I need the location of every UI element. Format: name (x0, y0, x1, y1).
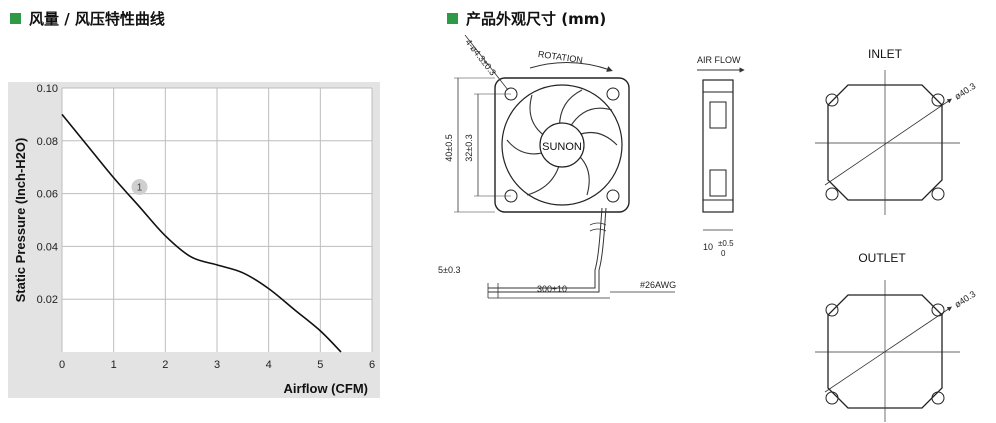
pq-curve-line (61, 113, 342, 353)
air-flow-label: AIR FLOW (697, 55, 741, 65)
hole-spec-label: 4-ø4.3±0.3 (463, 37, 498, 77)
side-slot (709, 101, 727, 129)
x-tick-label: 1 (111, 359, 117, 371)
fan-front-view: SUNON ROTATION 4-ø4.3±0.3 40±0.5 32±0.3 … (438, 34, 676, 299)
inlet-view: INLET ø40.3 (815, 47, 977, 215)
mount-hole-icon (825, 93, 839, 107)
curve-title-text: 风量 / 风压特性曲线 (29, 10, 165, 28)
curve-marker-label: 1 (137, 183, 143, 194)
outlet-label: OUTLET (858, 251, 906, 265)
lead-length-label: 300±10 (537, 284, 567, 294)
x-tick-label: 6 (369, 359, 375, 371)
y-tick-label: 0.08 (37, 136, 58, 148)
hole-leader-line (464, 34, 509, 91)
lead-strip-label: 5±0.3 (438, 265, 460, 275)
mount-hole-icon (825, 391, 839, 405)
hole-dim-label: 32±0.3 (464, 134, 474, 161)
inlet-diameter-line (824, 98, 952, 186)
curve-section-title: 风量 / 风压特性曲线 (10, 8, 165, 29)
outer-dim-label: 40±0.5 (444, 134, 454, 161)
rotation-arrow-icon (529, 62, 613, 72)
green-square-icon (447, 13, 458, 24)
inlet-label: INLET (868, 47, 903, 61)
y-tick-label: 0.04 (37, 241, 58, 253)
dimension-drawings: SUNON ROTATION 4-ø4.3±0.3 40±0.5 32±0.3 … (438, 34, 977, 422)
green-square-icon (10, 13, 21, 24)
x-axis-label: Airflow (CFM) (284, 381, 368, 396)
brand-label: SUNON (542, 141, 582, 153)
mount-hole-icon (825, 187, 839, 201)
mount-hole-icon (606, 87, 620, 101)
x-tick-label: 3 (214, 359, 220, 371)
mount-hole-icon (931, 303, 945, 317)
y-tick-label: 0.10 (37, 83, 58, 95)
fan-hub (539, 122, 585, 168)
side-slot (709, 169, 727, 197)
fan-side-view: AIR FLOW 10 ±0.5 0 (697, 55, 745, 258)
pq-curve-chart: 0 1 2 3 4 5 6 0.02 0.04 0.06 0.08 0.10 1 Airflow (C… (8, 82, 380, 398)
mount-hole-icon (931, 187, 945, 201)
curve-marker-badge (131, 179, 148, 195)
outlet-diameter-line (824, 306, 952, 393)
y-axis-label: Static Pressure (Inch-H2O) (13, 138, 28, 303)
mount-hole-icon (825, 303, 839, 317)
lead-wire (488, 207, 607, 293)
mount-hole-icon (606, 189, 620, 203)
outlet-view: OUTLET ø40.3 (815, 251, 977, 422)
y-tick-label: 0.02 (37, 294, 58, 306)
tick-labels: 0 1 2 3 4 5 6 0.02 0.04 0.06 0.08 0.10 (37, 83, 375, 371)
y-tick-label: 0.06 (37, 189, 58, 201)
inlet-diameter-label: ø40.3 (953, 81, 978, 102)
x-tick-label: 5 (317, 359, 323, 371)
dims-section-title: 产品外观尺寸 (mm) (447, 8, 606, 29)
x-tick-label: 0 (59, 359, 65, 371)
mount-hole-icon (931, 391, 945, 405)
x-tick-label: 2 (162, 359, 168, 371)
dims-title-text: 产品外观尺寸 (mm) (466, 10, 607, 28)
outlet-diameter-label: ø40.3 (953, 289, 978, 310)
thickness-label: 10 (703, 242, 713, 252)
lead-wire (488, 207, 603, 289)
break-mark-icon (589, 222, 607, 232)
thickness-tolerance-low: 0 (721, 249, 726, 258)
mount-hole-icon (931, 93, 945, 107)
thickness-tolerance: ±0.5 (718, 239, 734, 248)
x-tick-label: 4 (266, 359, 272, 371)
wire-gauge-label: #26AWG (640, 280, 676, 290)
grid-lines (61, 87, 373, 352)
